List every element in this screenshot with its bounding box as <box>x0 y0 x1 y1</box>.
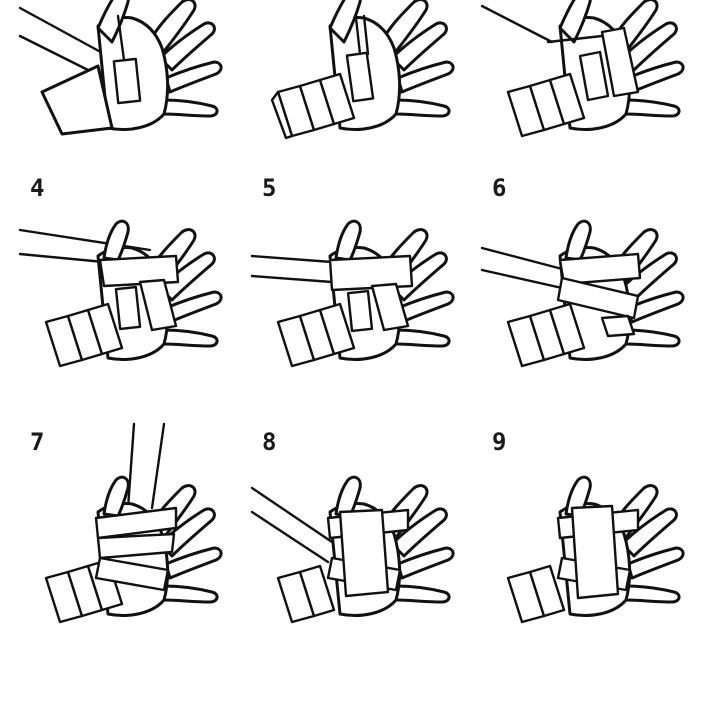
step-number-8: 8 <box>262 428 276 456</box>
step-number-9: 9 <box>492 428 506 456</box>
step-panel-6 <box>480 219 685 368</box>
step-panel-4 <box>18 219 223 368</box>
step-panel-9 <box>506 475 685 624</box>
step-number-7: 7 <box>30 428 44 456</box>
step-panel-5 <box>250 219 455 368</box>
step-panel-1 <box>18 0 223 136</box>
step-number-5: 5 <box>262 174 276 202</box>
step-panel-3 <box>480 0 685 138</box>
step-panel-8 <box>250 475 455 624</box>
step-panel-2 <box>270 0 455 140</box>
step-number-4: 4 <box>30 174 44 202</box>
step-panel-7 <box>44 422 223 624</box>
step-number-6: 6 <box>492 174 506 202</box>
